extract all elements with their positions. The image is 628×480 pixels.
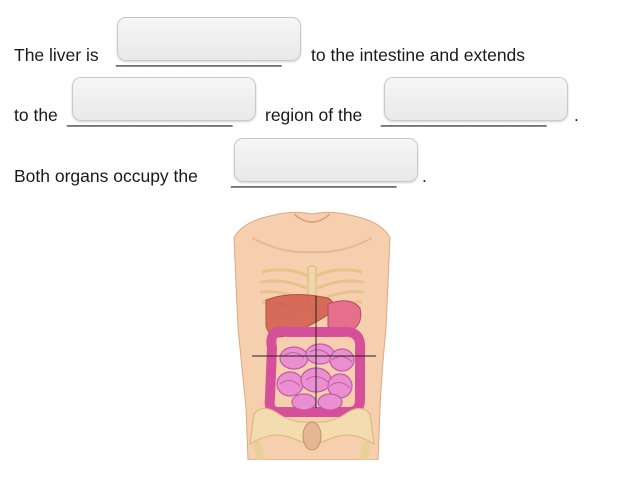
anatomy-svg — [233, 211, 391, 462]
line1-suffix-text: to the intestine and extends — [311, 45, 526, 65]
line2-period: . — [574, 105, 579, 125]
answer-drop-box-3[interactable] — [384, 77, 568, 121]
answer-drop-box-1[interactable] — [117, 17, 301, 61]
line3-period: . — [422, 166, 427, 186]
clavicle-line — [293, 213, 331, 223]
line3-prefix-text: Both organs occupy the — [14, 166, 198, 186]
chest-contour — [251, 237, 373, 254]
answer-drop-box-2[interactable] — [72, 77, 256, 121]
sentence-line-1: The liver is — [14, 45, 99, 65]
left-femur — [252, 440, 266, 462]
answer-drop-box-4[interactable] — [234, 138, 418, 182]
line2-middle-text: region of the — [265, 105, 363, 125]
abdomen-anatomy-illustration — [232, 208, 392, 462]
small-intestine — [276, 343, 355, 411]
right-femur — [358, 440, 372, 462]
line1-prefix-text: The liver is — [14, 45, 99, 65]
lower-body-detail — [302, 421, 322, 451]
line2-prefix-text: to the — [14, 105, 58, 125]
